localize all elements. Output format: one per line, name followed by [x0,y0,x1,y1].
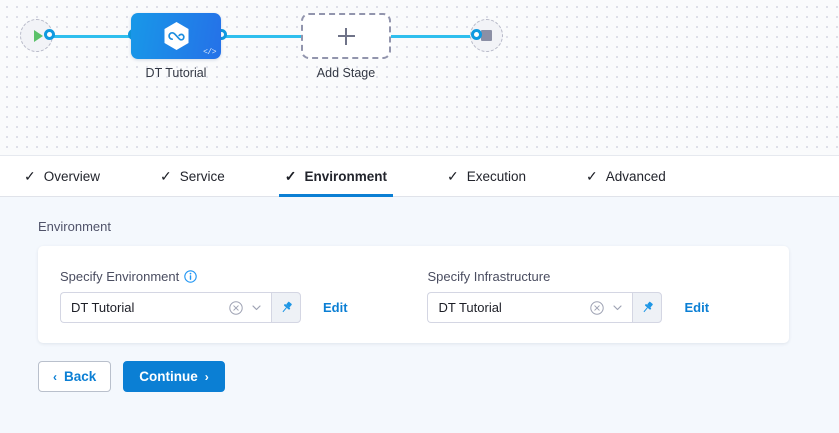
tab-overview[interactable]: ✓ Overview [18,156,106,196]
back-button[interactable]: ‹ Back [38,361,112,392]
hexagon-infinity-icon [163,21,190,51]
field-label: Specify Environment [60,268,180,284]
specify-environment-group: Specify Environment DT Tutorial [60,268,427,323]
infrastructure-pin-button[interactable] [632,292,663,323]
connector-dot-start-out[interactable] [44,29,55,40]
check-icon: ✓ [284,168,297,184]
tab-label: Environment [304,168,387,184]
stage-node-dt-tutorial[interactable]: </> [131,13,221,59]
infrastructure-select-value: DT Tutorial [438,300,502,315]
add-stage-label: Add Stage [316,66,376,80]
tab-label: Execution [466,168,527,184]
check-icon: ✓ [447,168,459,184]
infrastructure-select[interactable]: DT Tutorial [427,292,633,323]
check-icon: ✓ [586,168,598,184]
edge-add-to-end [378,35,478,38]
continue-button-label: Continue [139,369,198,384]
connector-dot-end-in[interactable] [471,29,482,40]
stop-icon [481,30,492,41]
continue-button[interactable]: Continue › [123,361,225,392]
chevron-down-icon[interactable] [250,301,263,314]
stage-node-label: DT Tutorial [145,66,207,80]
tab-label: Service [179,168,225,184]
tab-service[interactable]: ✓ Service [154,156,231,196]
info-circle-icon[interactable] [184,269,197,283]
tab-advanced[interactable]: ✓ Advanced [580,156,672,196]
check-icon: ✓ [160,168,172,184]
pipeline-canvas[interactable]: </> DT Tutorial Add Stage [0,0,839,155]
infrastructure-edit-link[interactable]: Edit [684,300,710,315]
tab-label: Overview [43,168,100,184]
edge-start-to-stage [46,35,142,38]
wizard-footer: ‹ Back Continue › [38,361,225,392]
environment-select[interactable]: DT Tutorial [60,292,271,323]
tab-label: Advanced [605,168,666,184]
tab-environment[interactable]: ✓ Environment [278,156,394,197]
check-icon: ✓ [24,168,36,184]
plus-icon [337,27,355,45]
chevron-left-icon: ‹ [53,369,57,384]
add-stage-node[interactable] [301,13,391,59]
environment-edit-link[interactable]: Edit [323,300,348,315]
pin-icon [643,301,653,313]
pin-icon [282,301,292,313]
code-badge-icon: </> [203,48,216,57]
specify-infrastructure-row: DT Tutorial [427,292,767,323]
environment-select-value: DT Tutorial [71,300,135,315]
clear-circle-icon[interactable] [229,300,243,315]
back-button-label: Back [64,369,97,384]
edge-stage-to-add [222,35,314,38]
section-title: Environment [38,219,111,234]
step-tabs: ✓ Overview ✓ Service ✓ Environment ✓ Exe… [0,155,839,197]
field-label: Specify Infrastructure [427,268,551,284]
specify-environment-label-row: Specify Environment [60,268,427,284]
specify-infrastructure-label-row: Specify Infrastructure [427,268,767,284]
specify-infrastructure-group: Specify Infrastructure DT Tutorial [427,268,767,323]
chevron-down-icon[interactable] [611,301,624,314]
environment-form-card: Specify Environment DT Tutorial [38,246,789,343]
tab-execution[interactable]: ✓ Execution [441,156,532,196]
environment-pin-button[interactable] [271,292,301,323]
chevron-right-icon: › [204,369,209,384]
clear-circle-icon[interactable] [590,300,605,315]
environment-panel: Environment Specify Environment DT Tutor… [0,197,839,433]
play-icon [33,29,43,42]
specify-environment-row: DT Tutorial [60,292,427,323]
